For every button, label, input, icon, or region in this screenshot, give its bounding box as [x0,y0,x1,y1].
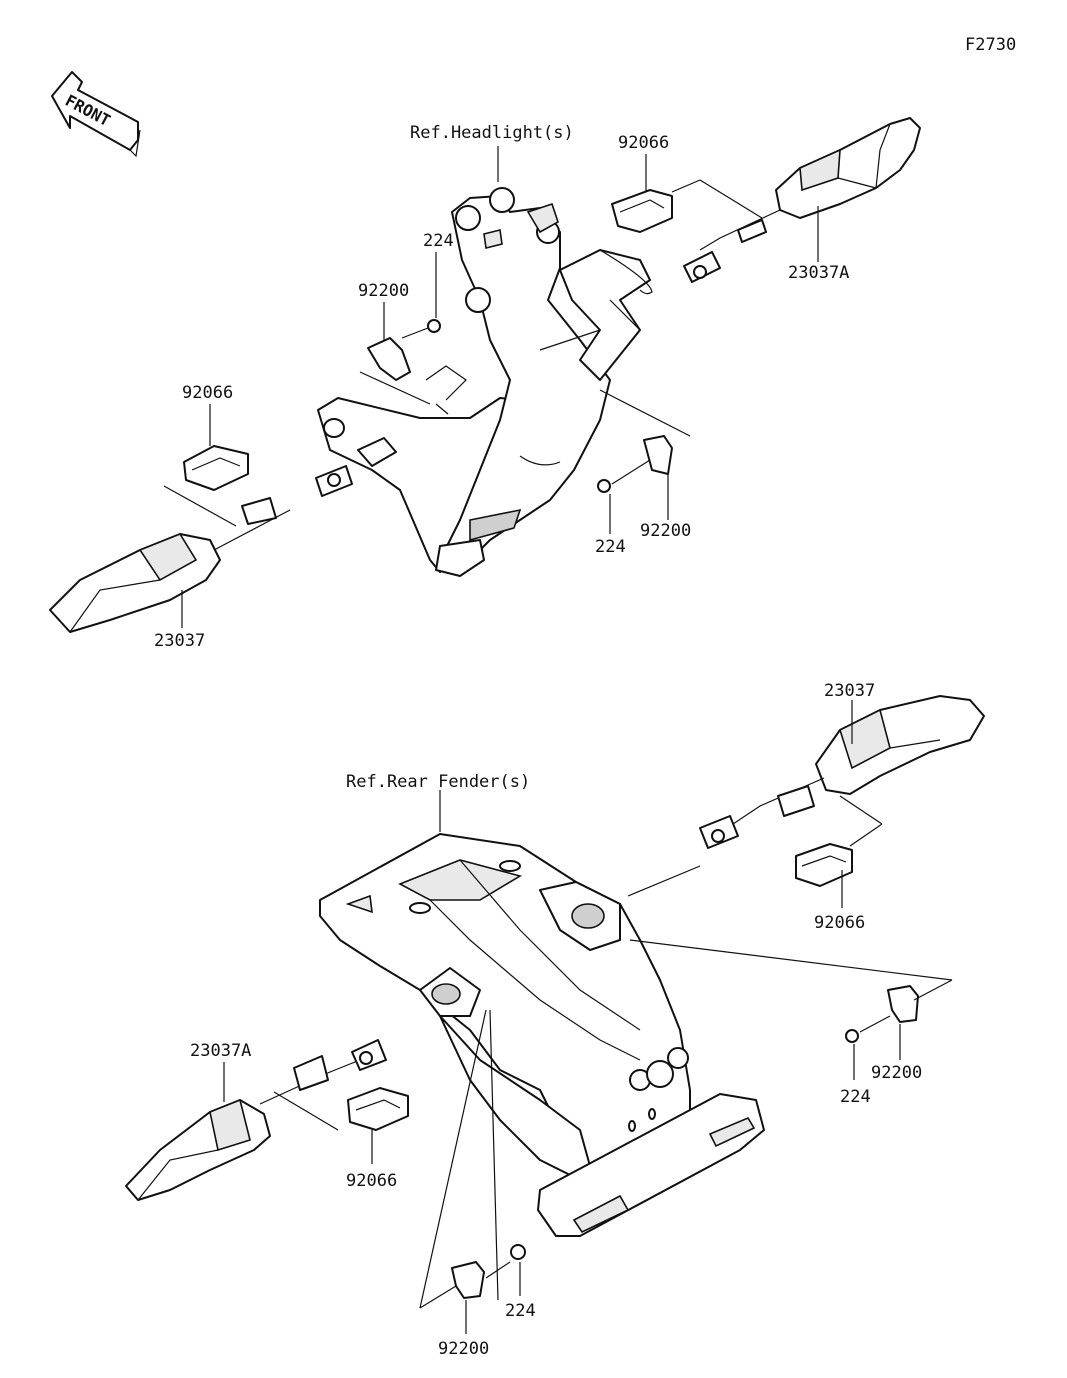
figure-code: F2730 [965,35,1016,55]
front-left-clip [183,445,249,491]
callout-rear-left-signal: 23037A [190,1041,251,1061]
front-headlight-bracket [317,187,653,577]
callout-front-upper-bolt: 224 [423,231,454,251]
front-upper-bracket-set [367,319,441,381]
callout-rear-right-bolt: 224 [840,1087,871,1107]
callout-rear-right-signal: 23037 [824,681,875,701]
callout-front-lower-bolt: 224 [595,537,626,557]
callout-front-left-signal: 23037 [154,631,205,651]
front-leader-lines [163,146,819,628]
rear-leader-lines [223,700,953,1334]
front-arrow-icon: FRONT [51,71,141,158]
callout-rear-left-clip: 92066 [346,1171,397,1191]
callout-front-right-signal: 23037A [788,263,849,283]
rear-right-bracket-set [845,985,919,1043]
headlight-reference: Ref.Headlight(s) [410,123,574,143]
rear-left-turn-signal [125,1039,387,1201]
front-right-turn-signal [683,117,921,283]
callout-front-lower-bracket: 92200 [640,521,691,541]
rear-left-clip [347,1087,409,1131]
callout-rear-right-clip: 92066 [814,913,865,933]
rear-right-turn-signal [699,695,985,849]
front-left-turn-signal [49,465,353,633]
rear-bottom-bracket-set [451,1244,526,1299]
callout-rear-bottom-bracket: 92200 [438,1339,489,1359]
callout-front-upper-bracket: 92200 [358,281,409,301]
rear-fender-assembly [319,833,765,1237]
callout-front-left-clip: 92066 [182,383,233,403]
callout-front-right-clip: 92066 [618,133,669,153]
front-right-clip [611,189,673,233]
front-lower-bracket-set [597,435,673,493]
rear-right-clip [795,843,853,887]
callout-rear-right-bracket: 92200 [871,1063,922,1083]
rear-fender-reference: Ref.Rear Fender(s) [346,772,530,792]
callout-rear-bottom-bolt: 224 [505,1301,536,1321]
